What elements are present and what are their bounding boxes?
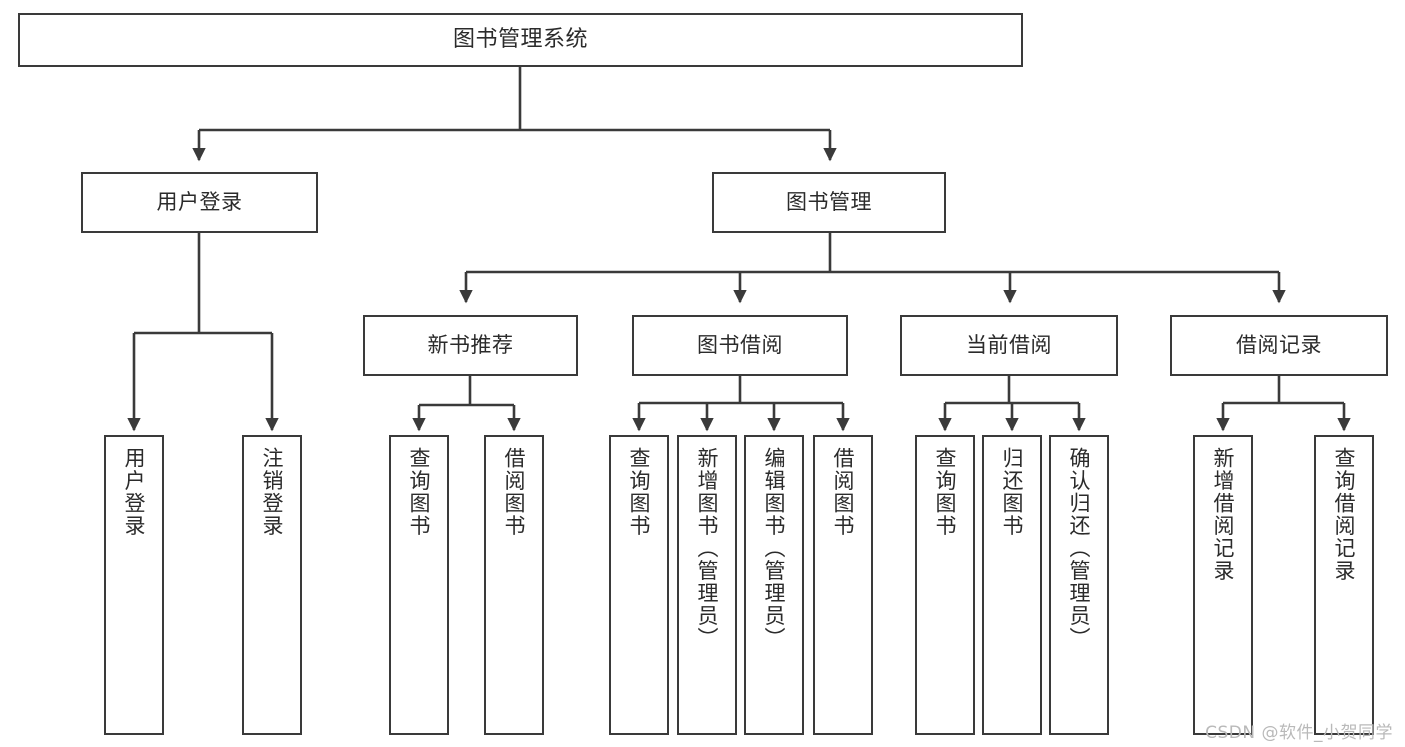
leaf-label: 编辑图书（管理员） [762,447,787,650]
leaf-label: 查询图书 [407,447,432,537]
csdn-watermark: CSDN @软件_小贺同学 [1205,723,1393,743]
node-user-login[interactable]: 用户登录 [81,172,318,233]
leaf-book-borrow-add[interactable]: 新增图书（管理员） [677,435,737,735]
node-current-borrow-label: 当前借阅 [966,333,1052,358]
leaf-borrow-record-query[interactable]: 查询借阅记录 [1314,435,1374,735]
leaf-book-borrow-borrow[interactable]: 借阅图书 [813,435,873,735]
node-book-borrow-label: 图书借阅 [697,333,783,358]
leaf-label: 查询借阅记录 [1332,447,1357,582]
leaf-user-login-login[interactable]: 用户登录 [104,435,164,735]
leaf-new-book-query[interactable]: 查询图书 [389,435,449,735]
leaf-label: 归还图书 [1000,447,1025,537]
leaf-current-borrow-query[interactable]: 查询图书 [915,435,975,735]
leaf-current-borrow-confirm-return[interactable]: 确认归还（管理员） [1049,435,1109,735]
leaf-book-borrow-edit[interactable]: 编辑图书（管理员） [744,435,804,735]
node-user-login-label: 用户登录 [156,190,243,215]
leaf-label: 新增图书（管理员） [695,447,720,650]
leaf-label: 新增借阅记录 [1211,447,1236,582]
node-new-book-recommend[interactable]: 新书推荐 [363,315,578,376]
leaf-label: 确认归还（管理员） [1067,447,1092,650]
node-borrow-record[interactable]: 借阅记录 [1170,315,1388,376]
leaf-current-borrow-return[interactable]: 归还图书 [982,435,1042,735]
leaf-label: 查询图书 [933,447,958,537]
leaf-user-login-logout[interactable]: 注销登录 [242,435,302,735]
node-new-book-recommend-label: 新书推荐 [427,333,514,358]
node-book-borrow[interactable]: 图书借阅 [632,315,848,376]
node-borrow-record-label: 借阅记录 [1236,333,1322,358]
node-root[interactable]: 图书管理系统 [18,13,1023,67]
leaf-label: 注销登录 [260,447,285,537]
leaf-label: 借阅图书 [831,447,856,537]
node-book-management[interactable]: 图书管理 [712,172,946,233]
leaf-label: 用户登录 [122,447,147,537]
leaf-label: 借阅图书 [502,447,527,537]
leaf-borrow-record-add[interactable]: 新增借阅记录 [1193,435,1253,735]
leaf-book-borrow-query[interactable]: 查询图书 [609,435,669,735]
leaf-label: 查询图书 [627,447,652,537]
node-book-management-label: 图书管理 [786,190,872,215]
node-root-label: 图书管理系统 [452,27,588,53]
leaf-new-book-borrow[interactable]: 借阅图书 [484,435,544,735]
node-current-borrow[interactable]: 当前借阅 [900,315,1118,376]
